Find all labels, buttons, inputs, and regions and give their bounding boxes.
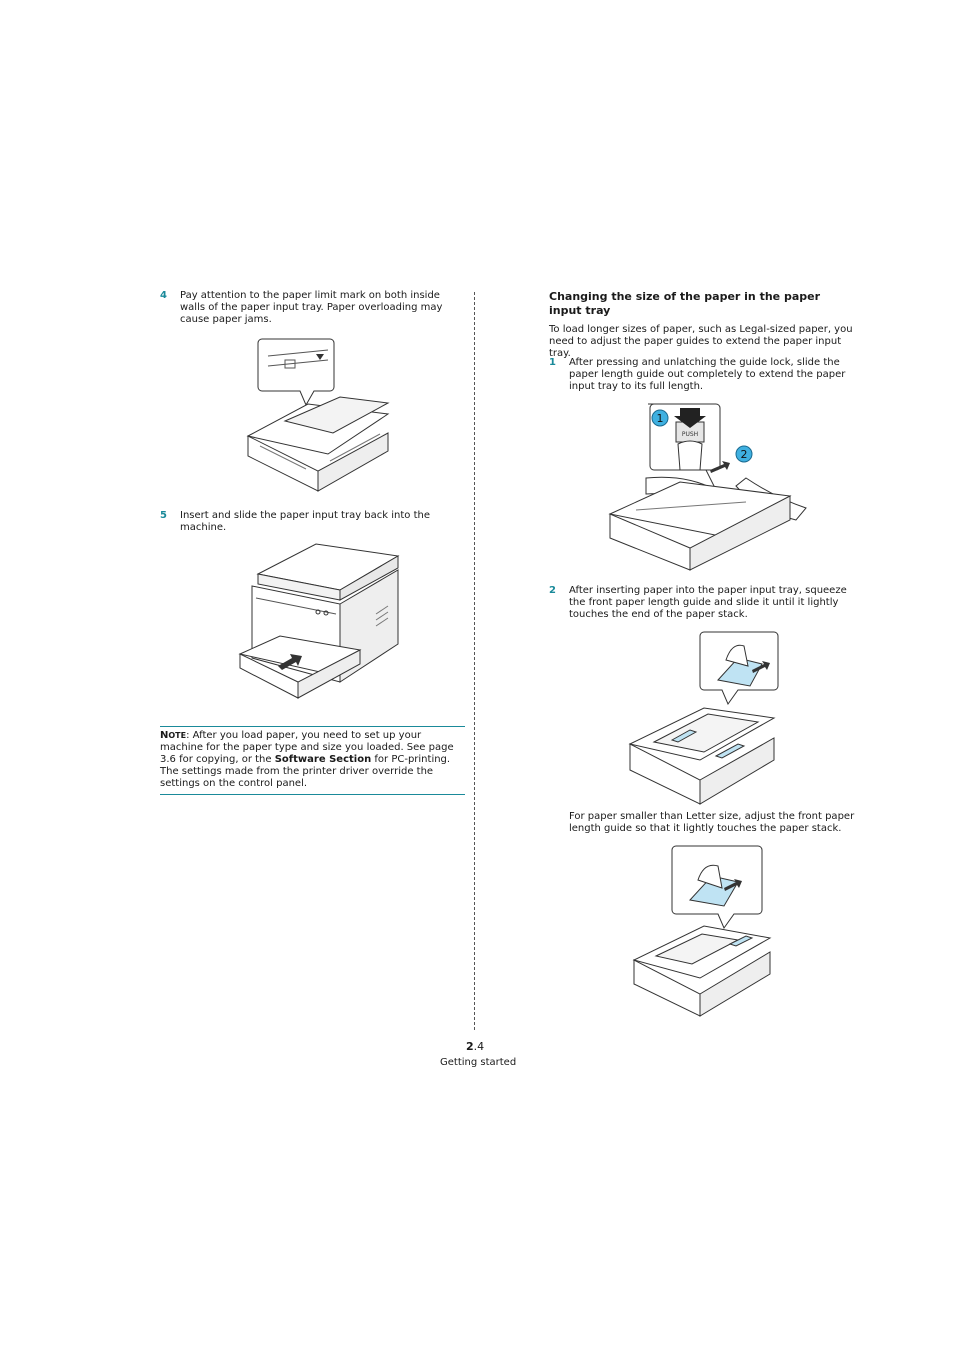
step-1-number: 1 <box>549 357 556 368</box>
callout-1-icon <box>651 409 669 427</box>
step-2-number: 2 <box>549 585 556 596</box>
step-5-text: Insert and slide the paper input tray ba… <box>180 510 430 533</box>
section-name: Getting started <box>440 1057 517 1068</box>
note-label: NOTE <box>160 730 187 741</box>
step-2-text: After inserting paper into the paper inp… <box>569 585 847 620</box>
note-bold-link: Software Section <box>274 754 372 765</box>
smaller-paper-text: For paper smaller than Letter size, adju… <box>569 811 855 834</box>
paper-limit-illustration <box>240 336 390 498</box>
printer-insert-tray-illustration <box>238 542 404 700</box>
step-4-text: Pay attention to the paper limit mark on… <box>180 290 443 325</box>
step-5-number: 5 <box>160 510 167 521</box>
note-text-before: : After you load paper, you need to set … <box>160 730 454 765</box>
front-guide-illustration <box>626 630 782 806</box>
section-heading: Changing the size of the paper in the pa… <box>549 290 821 317</box>
smaller-paper-illustration <box>630 844 774 1020</box>
guide-lock-illustration: PUSH 1 2 <box>606 402 811 572</box>
page-number: 2.4 <box>466 1040 485 1053</box>
callout-2-icon <box>735 445 753 463</box>
note-box: NOTE: After you load paper, you need to … <box>160 726 465 795</box>
callout-2-number: 2 <box>741 448 748 461</box>
column-divider <box>474 292 475 1030</box>
step-1-text: After pressing and unlatching the guide … <box>569 357 846 392</box>
note-text-after: for PC-printing. The settings made from … <box>160 754 451 789</box>
step-4-number: 4 <box>160 290 167 301</box>
callout-1-number: 1 <box>657 412 664 425</box>
push-label: PUSH <box>682 431 698 438</box>
intro-text: To load longer sizes of paper, such as L… <box>549 324 853 359</box>
